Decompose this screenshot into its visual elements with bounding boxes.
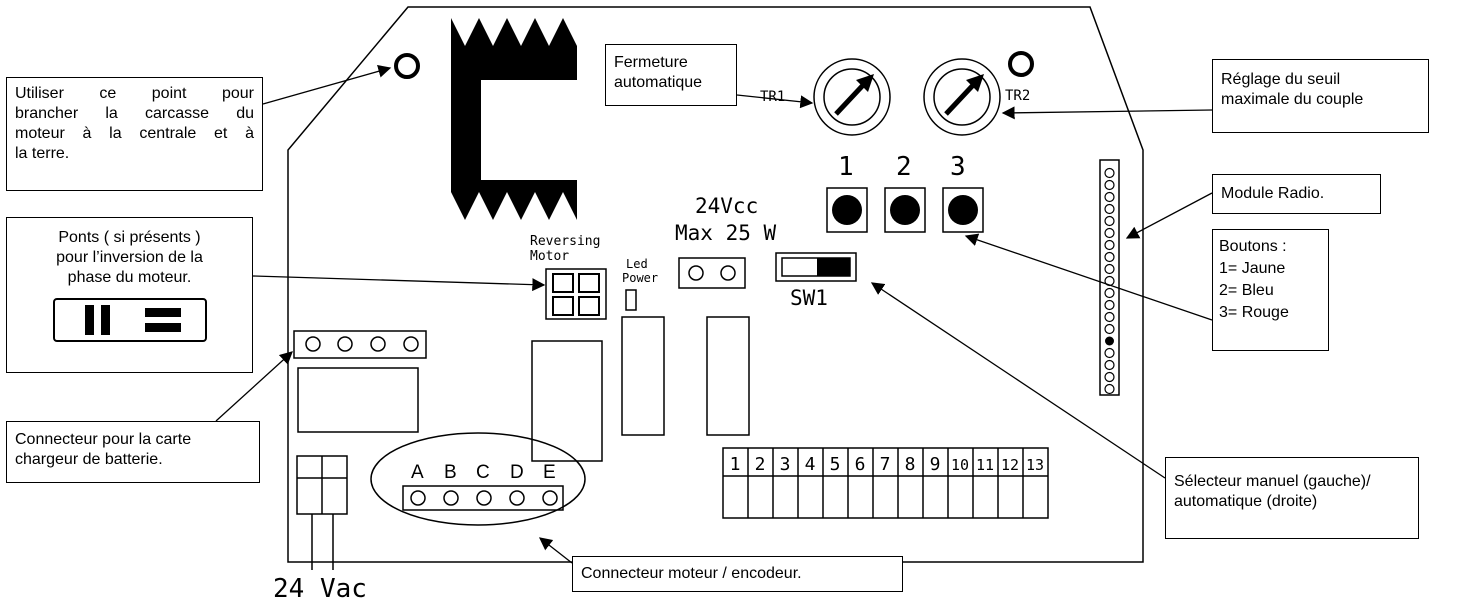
- arrow-motor-connector: [538, 537, 573, 564]
- callout-selecteur-line2: automatique (droite): [1174, 493, 1318, 510]
- led-label-line1: Led: [626, 257, 648, 271]
- callout-radio-text: Module Radio.: [1221, 185, 1325, 202]
- terminal-label-3: 3: [780, 454, 791, 475]
- jumper-orientation-icon: [52, 298, 207, 342]
- callout-boutons: Boutons : 1= Jaune 2= Bleu 3= Rouge: [1212, 229, 1329, 351]
- callout-reglage-line1: Réglage du seuil: [1221, 71, 1341, 88]
- arrow-charger: [215, 351, 293, 422]
- relay-2: [706, 316, 750, 436]
- callout-charger-line1: Connecteur pour la carte: [15, 431, 192, 448]
- callout-ground-line1: Utiliser ce point pour: [15, 85, 254, 102]
- power-led: [625, 289, 637, 311]
- pin-label-b: B: [444, 462, 457, 483]
- vac-terminal: [296, 455, 348, 570]
- callout-boutons-line2: 1= Jaune: [1219, 260, 1286, 277]
- callout-fermeture-line1: Fermeture: [614, 54, 688, 71]
- leader-arrows: [215, 64, 1213, 564]
- arrow-boutons: [964, 233, 1213, 321]
- terminal-label-13: 13: [1026, 456, 1044, 474]
- transformer: [451, 18, 577, 220]
- sw1-switch: [775, 252, 857, 282]
- terminal-label-10: 10: [951, 456, 969, 474]
- callout-reglage-line2: maximale du couple: [1221, 91, 1364, 108]
- pin-label-a: A: [411, 462, 424, 483]
- arrow-selecteur: [870, 282, 1166, 479]
- callout-ponts-line3: phase du moteur.: [67, 269, 192, 286]
- callout-ground-line3: moteur à la centrale et à: [15, 125, 254, 142]
- reversing-label-line1: Reversing: [530, 234, 600, 249]
- pin-label-e: E: [543, 462, 556, 483]
- button-number-3: 3: [950, 152, 966, 182]
- ground-hole-left: [394, 53, 420, 79]
- board-outline: [287, 6, 1144, 563]
- led-label-line2: Power: [622, 271, 658, 285]
- callout-charger: Connecteur pour la carte chargeur de bat…: [6, 421, 260, 483]
- radio-module-header: [1099, 159, 1120, 396]
- power-label-line1: 24Vcc: [695, 194, 758, 218]
- trimmer-tr1: [813, 58, 891, 136]
- relay-1: [621, 316, 665, 436]
- callout-ponts: Ponts ( si présents ) pour l’inversion d…: [6, 217, 253, 373]
- terminal-block-13: 1 2 3 4 5 6 7 8 9 10 11 12 13: [722, 447, 1049, 519]
- callout-ground-line4: la terre.: [15, 145, 70, 162]
- terminal-label-8: 8: [905, 454, 916, 475]
- callout-motor-connector-text: Connecteur moteur / encodeur.: [581, 565, 802, 582]
- arrow-ponts: [252, 275, 546, 292]
- tr2-label: TR2: [1005, 88, 1030, 104]
- callout-charger-line2: chargeur de batterie.: [15, 451, 163, 468]
- vac-label: 24 Vac: [273, 574, 367, 602]
- button-number-1: 1: [838, 152, 854, 182]
- tr1-label: TR1: [760, 89, 785, 105]
- reversing-jumpers: [545, 268, 607, 320]
- callout-boutons-line4: 3= Rouge: [1219, 304, 1289, 321]
- callout-motor-connector: Connecteur moteur / encodeur.: [572, 556, 903, 592]
- callout-fermeture: Fermeture automatique: [605, 44, 737, 106]
- power-label-line2: Max 25 W: [675, 221, 777, 245]
- pin-label-d: D: [510, 462, 524, 483]
- callout-ground-line2: brancher la carcasse du: [15, 105, 254, 122]
- trimmer-tr2: [923, 58, 1001, 136]
- terminal-label-4: 4: [805, 454, 816, 475]
- terminal-label-12: 12: [1001, 456, 1019, 474]
- callout-boutons-line3: 2= Bleu: [1219, 282, 1274, 299]
- terminal-label-7: 7: [880, 454, 891, 475]
- motor-connector-abcde: A B C D E: [402, 462, 564, 511]
- callout-fermeture-line2: automatique: [614, 74, 703, 91]
- push-buttons: 1 2 3: [826, 152, 984, 233]
- arrow-reglage: [1001, 106, 1213, 120]
- callout-ponts-line1: Ponts ( si présents ): [58, 229, 201, 246]
- relay-3: [531, 340, 603, 462]
- motor-connector-ellipse: [370, 432, 586, 526]
- callout-boutons-line1: Boutons :: [1219, 238, 1287, 255]
- ground-hole-right: [1008, 51, 1034, 77]
- arrow-fermeture: [736, 94, 814, 109]
- relay-4: [297, 367, 419, 433]
- callout-selecteur: Sélecteur manuel (gauche)/ automatique (…: [1165, 457, 1419, 539]
- output-connector-2pin: [678, 257, 746, 289]
- callout-ground-point: Utiliser ce point pour brancher la carca…: [6, 77, 263, 191]
- terminal-label-11: 11: [976, 456, 994, 474]
- terminal-label-1: 1: [730, 454, 741, 475]
- sw1-label: SW1: [790, 286, 828, 310]
- arrow-radio: [1125, 192, 1213, 239]
- callout-radio: Module Radio.: [1212, 174, 1381, 214]
- button-number-2: 2: [896, 152, 912, 182]
- terminal-label-5: 5: [830, 454, 841, 475]
- pin-label-c: C: [476, 462, 490, 483]
- terminal-label-2: 2: [755, 454, 766, 475]
- terminal-label-9: 9: [930, 454, 941, 475]
- terminal-label-6: 6: [855, 454, 866, 475]
- callout-reglage: Réglage du seuil maximale du couple: [1212, 59, 1429, 133]
- arrow-ground: [262, 64, 392, 105]
- reversing-label-line2: Motor: [530, 249, 569, 264]
- charger-connector-4pin: [293, 330, 427, 359]
- callout-selecteur-line1: Sélecteur manuel (gauche)/: [1174, 473, 1371, 490]
- callout-ponts-line2: pour l’inversion de la: [56, 249, 203, 266]
